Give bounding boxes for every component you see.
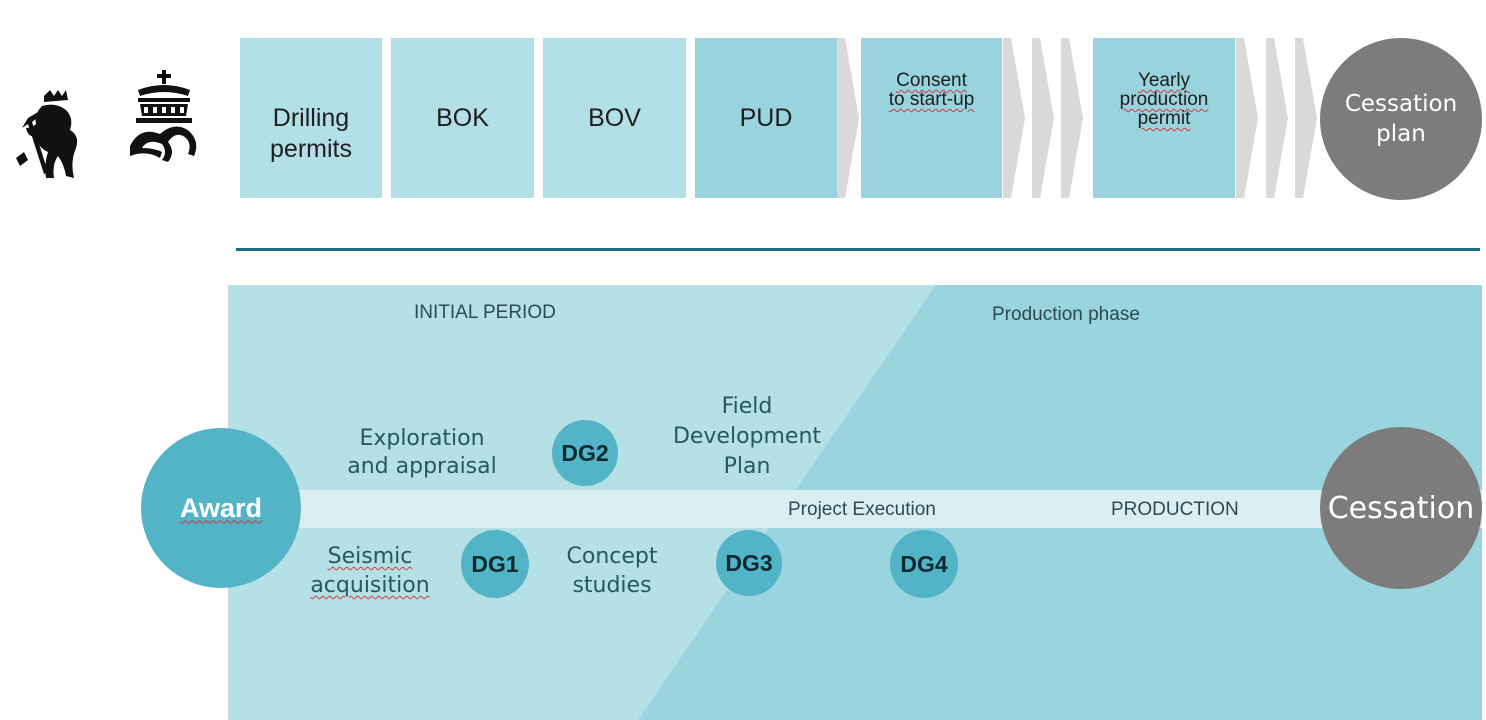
pud-label: PUD — [739, 103, 793, 132]
dg3-circle: DG3 — [716, 530, 782, 596]
field-development-plan-label: Field Development Plan — [672, 394, 822, 479]
chevron-arrow-3 — [1032, 38, 1054, 198]
chevron-arrow-5 — [1236, 38, 1258, 198]
dg2-circle: DG2 — [552, 420, 618, 486]
consent-startup-box: Consent to start-up — [861, 38, 1002, 198]
dg1-label: DG1 — [471, 550, 519, 577]
dg1-circle: DG1 — [461, 530, 529, 598]
drilling-permits-box: Drilling permits — [240, 38, 382, 198]
project-execution-label: Project Execution — [788, 499, 936, 520]
pud-box: PUD — [695, 38, 837, 198]
award-circle: Award — [141, 428, 301, 588]
drilling-permits-label: Drilling permits — [240, 72, 382, 165]
concept-studies-label: Concept studies — [566, 544, 658, 598]
exploration-appraisal-label: Exploration and appraisal — [347, 426, 497, 479]
consent-startup-text: Consent to start-up — [888, 70, 975, 110]
cessation-circle: Cessation — [1320, 427, 1482, 589]
consent-startup-label: Consent to start-up — [887, 71, 977, 109]
chevron-arrow-2 — [1003, 38, 1025, 198]
award-label: Award — [179, 492, 263, 523]
bov-label: BOV — [588, 103, 641, 132]
chevron-arrow-6 — [1266, 38, 1288, 198]
production-band-label: PRODUCTION — [1111, 499, 1239, 520]
dg3-label: DG3 — [725, 549, 773, 576]
yearly-production-permit-box: Yearly production permit — [1093, 38, 1235, 198]
dg4-circle: DG4 — [890, 530, 958, 598]
drilling-permits-text: Drilling permits — [270, 103, 352, 163]
dg4-label: DG4 — [900, 550, 948, 577]
bok-box: BOK — [391, 38, 534, 198]
yearly-production-permit-text: Yearly production permit — [1119, 70, 1209, 129]
royal-crown-monogram-icon — [130, 70, 197, 162]
dg2-label: DG2 — [561, 439, 609, 466]
divider-line — [236, 248, 1480, 251]
seismic-acquisition-label: Seismic acquisition — [310, 544, 430, 598]
bov-box: BOV — [543, 38, 686, 198]
chevron-arrow-4 — [1061, 38, 1083, 198]
timeline-band — [228, 490, 1482, 528]
chevron-arrow-7 — [1295, 38, 1317, 198]
chevron-arrow-1 — [837, 38, 859, 198]
bok-label: BOK — [436, 103, 489, 132]
yearly-production-permit-label: Yearly production permit — [1114, 71, 1214, 128]
cessation-plan-circle: Cessation plan — [1320, 38, 1482, 200]
norway-lion-emblem-icon — [16, 90, 78, 178]
cessation-label: Cessation — [1327, 490, 1475, 526]
initial-period-label: INITIAL PERIOD — [414, 302, 556, 323]
cessation-plan-label: Cessation plan — [1344, 91, 1458, 147]
production-phase-label: Production phase — [992, 304, 1140, 325]
